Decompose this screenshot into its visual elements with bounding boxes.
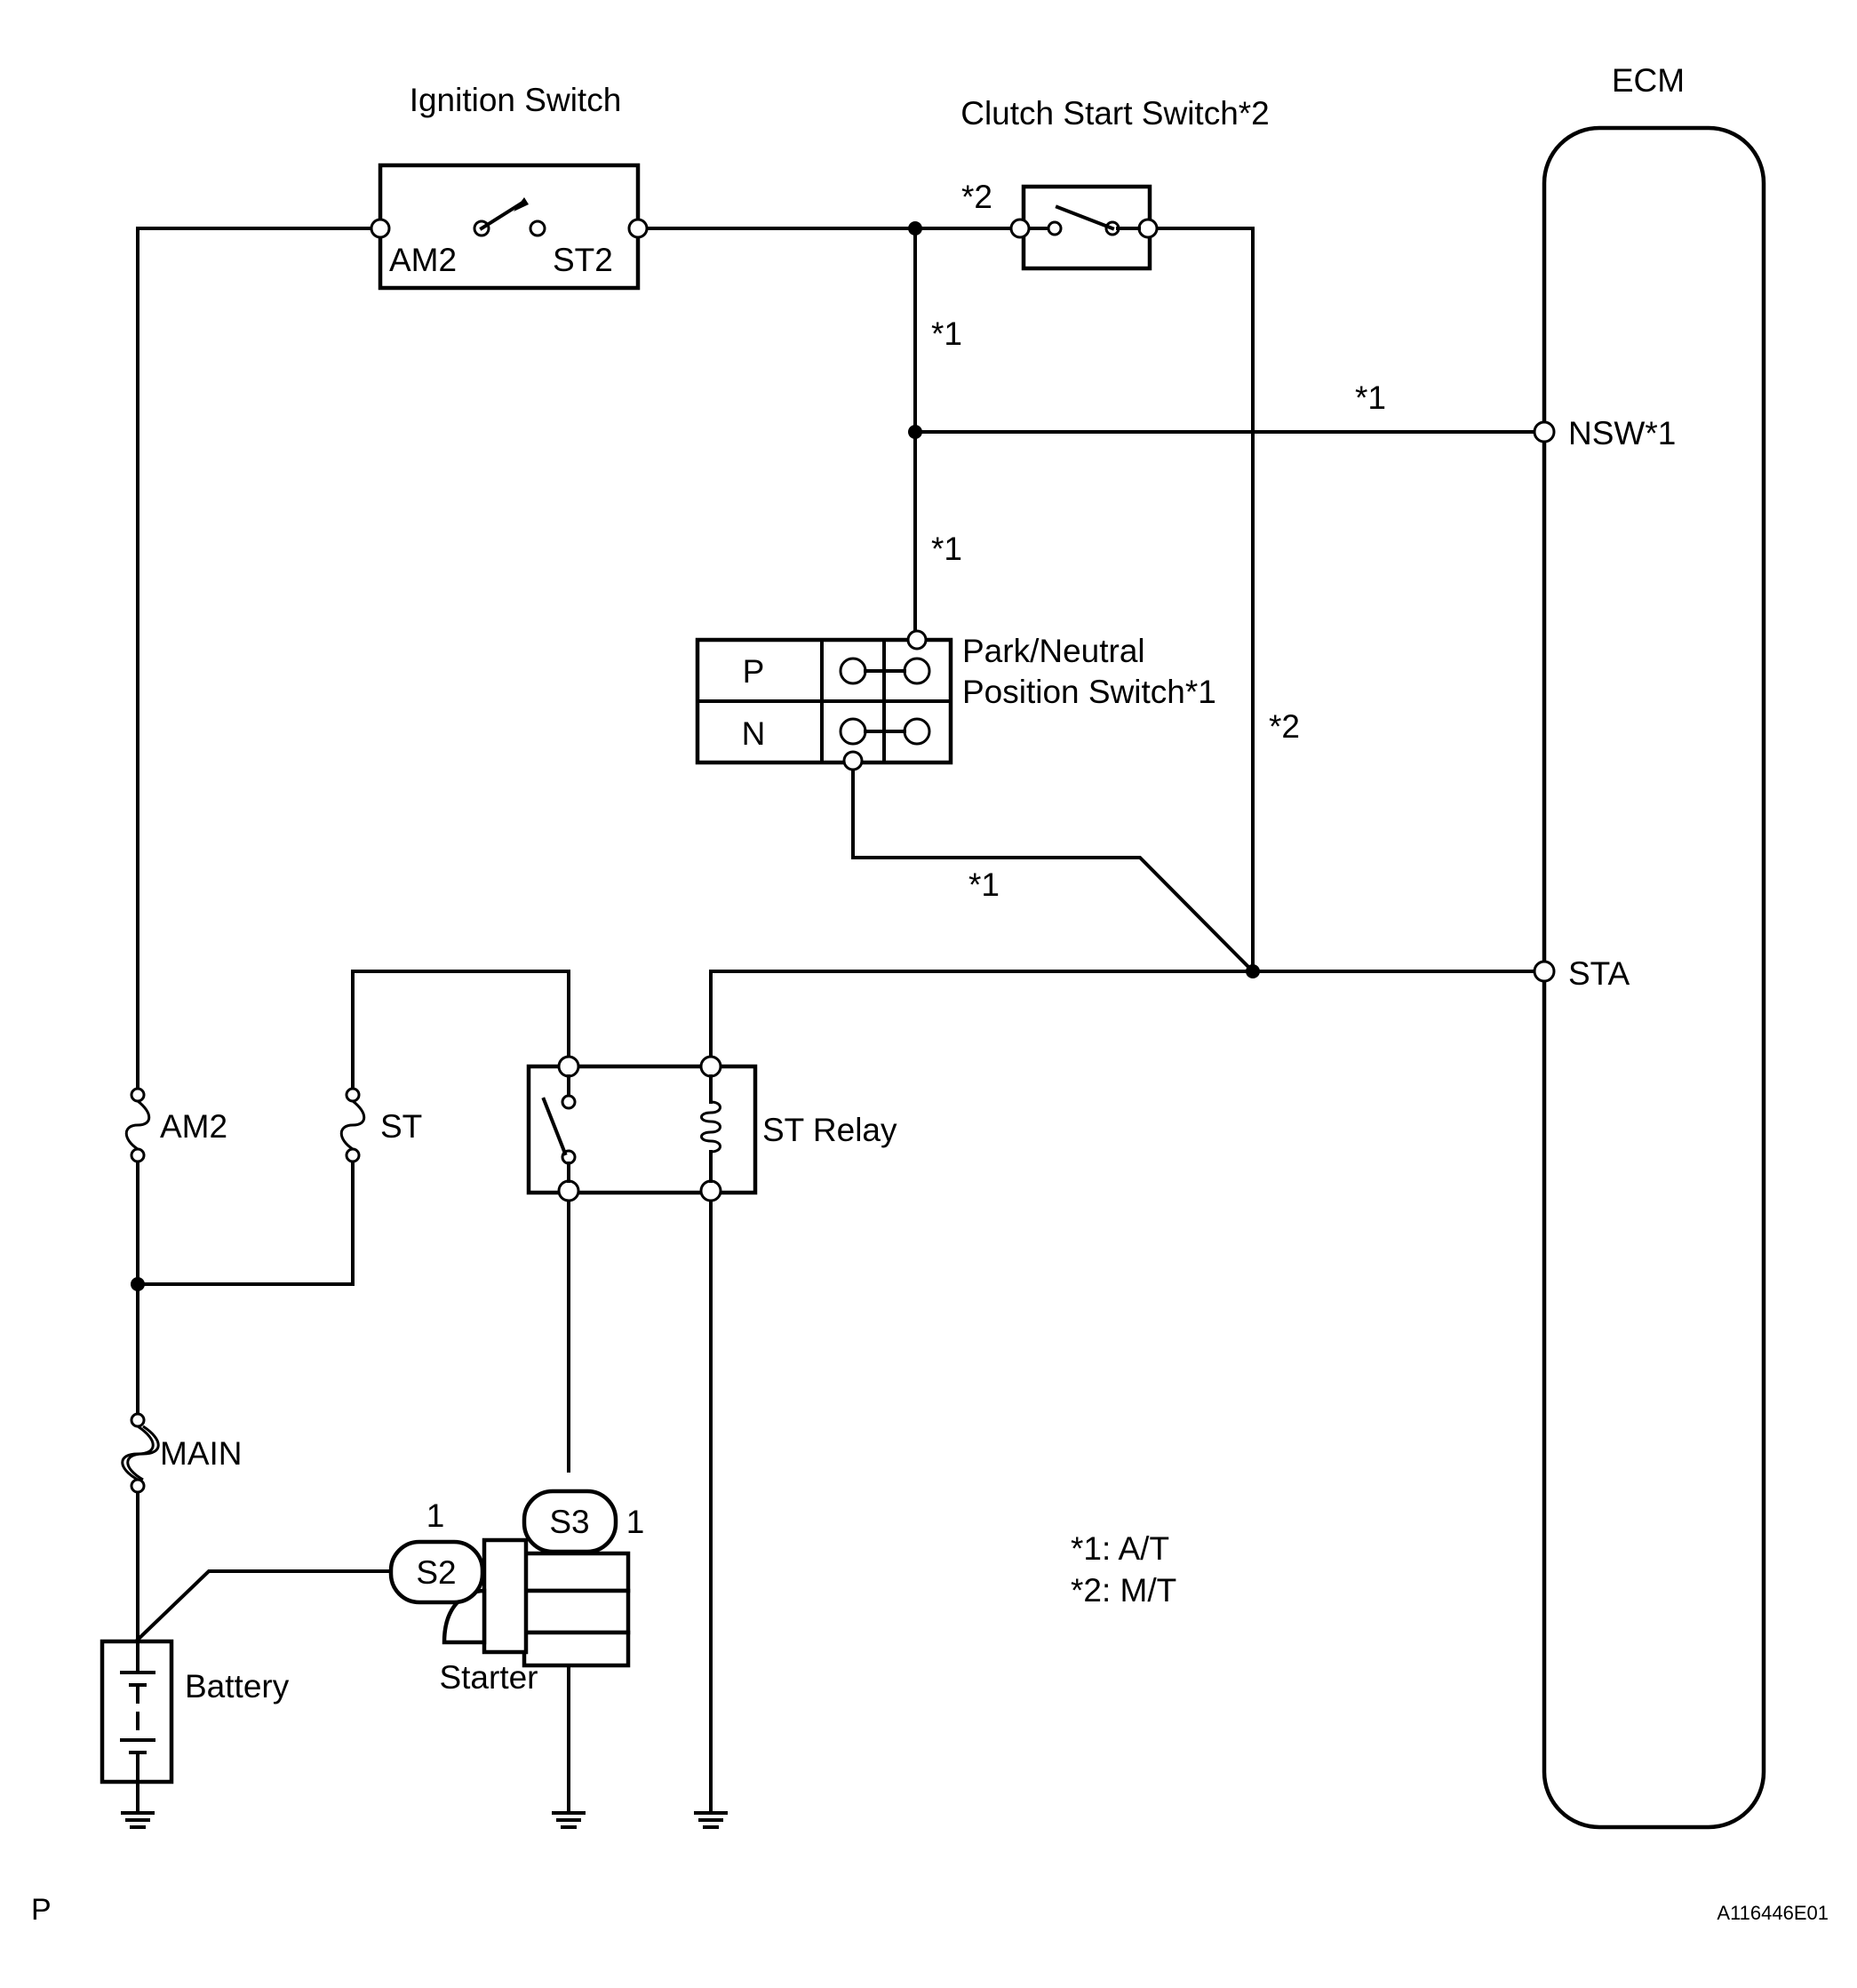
wire-pnp-to-sta [851, 758, 1255, 974]
battery-label: Battery [185, 1668, 290, 1705]
junctions [131, 221, 1260, 1291]
wires [135, 227, 1543, 1815]
wire-note-at-1: *1 [931, 315, 962, 352]
ground-battery [121, 1811, 155, 1829]
wire-clutch-to-sta [1144, 227, 1255, 973]
clutch-start-switch [1009, 184, 1159, 271]
starter-s3-pin: 1 [626, 1504, 645, 1540]
pnp-switch [695, 629, 953, 771]
starter-s3-label: S3 [549, 1504, 589, 1540]
starter [388, 1489, 631, 1668]
ecm-label: ECM [1612, 62, 1685, 99]
legend-line1: *1: A/T [1071, 1530, 1169, 1567]
ignition-switch [370, 163, 649, 291]
pnp-label-line2: Position Switch*1 [962, 674, 1216, 710]
clutch-note: *2 [961, 179, 992, 215]
ground-starter [552, 1811, 586, 1829]
pnp-label-line1: Park/Neutral [962, 633, 1145, 669]
fuse-main [121, 1412, 160, 1494]
fuse-gaps [129, 1098, 362, 1482]
legend-line2: *2: M/T [1071, 1572, 1176, 1609]
wire-st-fuse-branch [136, 970, 570, 1286]
pnp-row-n: N [742, 715, 766, 752]
st-relay [526, 1055, 758, 1202]
fuse-st [339, 1087, 366, 1163]
wire-sta [709, 970, 1543, 1066]
ground-relay [694, 1811, 728, 1829]
footer-left-marker: P [31, 1893, 52, 1927]
starter-label: Starter [439, 1659, 538, 1696]
starter-s2-pin: 1 [426, 1497, 445, 1534]
st-relay-label: ST Relay [762, 1112, 897, 1148]
wire-note-at-3: *1 [931, 531, 962, 567]
wire-note-at-4: *1 [968, 866, 1000, 903]
wire-note-mt-1: *2 [1269, 708, 1300, 745]
fuse-main-label: MAIN [160, 1435, 243, 1472]
starter-s2-label: S2 [416, 1554, 456, 1591]
battery [100, 1639, 174, 1784]
clutch-switch-label: Clutch Start Switch*2 [960, 95, 1270, 132]
ignition-switch-label: Ignition Switch [410, 82, 622, 118]
wire-am2-feed [136, 227, 379, 1283]
ecm-sta-label: STA [1568, 955, 1630, 992]
ignition-st2-label: ST2 [553, 242, 613, 278]
figure-code: A116446E01 [1717, 1902, 1829, 1924]
pnp-row-p: P [743, 653, 765, 690]
ignition-am2-label: AM2 [389, 242, 457, 278]
ecm [1533, 125, 1766, 1830]
fuse-st-label: ST [380, 1108, 422, 1145]
wire-battery-s2 [135, 1569, 393, 1642]
wire-note-at-2: *1 [1355, 379, 1386, 416]
fuse-am2-label: AM2 [160, 1108, 227, 1145]
ecm-nsw-label: NSW*1 [1568, 415, 1676, 451]
fuse-am2 [124, 1087, 151, 1163]
